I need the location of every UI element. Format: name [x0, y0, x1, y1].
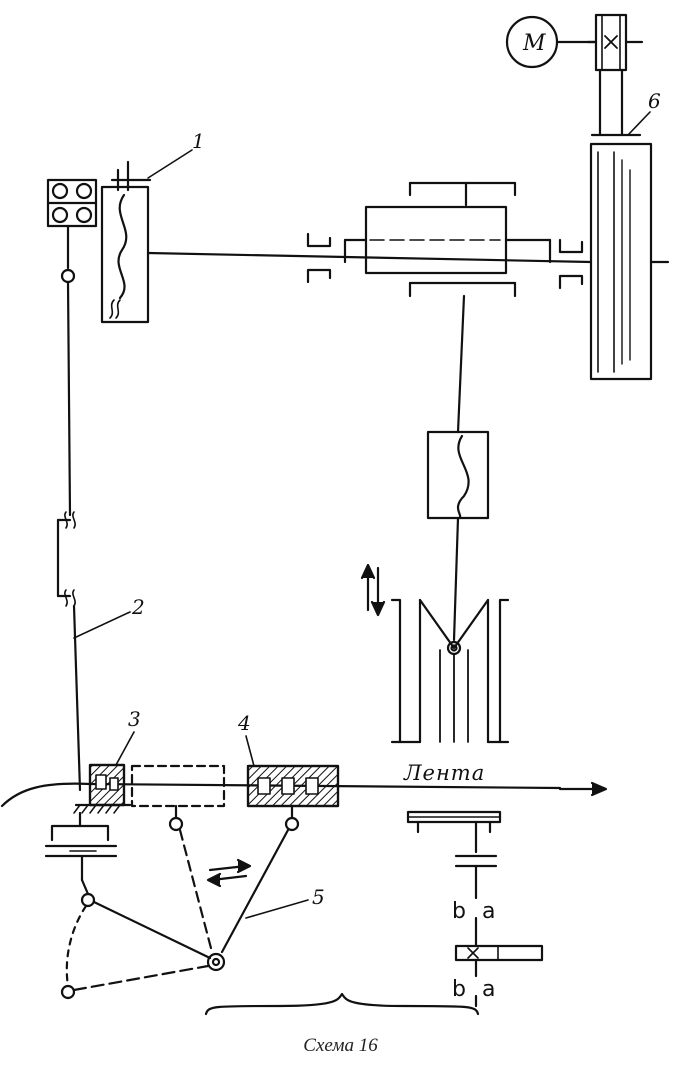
- callout-label-5: 5: [312, 885, 325, 909]
- clamp-3: [73, 763, 132, 814]
- drive-belt: [598, 68, 624, 137]
- slider-fork: [390, 598, 510, 744]
- callout-leader-6: [627, 111, 651, 136]
- gear-label-b-upper: b: [452, 899, 466, 924]
- callout-label-1: 1: [192, 129, 205, 153]
- cam-drum-2: [426, 430, 490, 520]
- vertical-rod-2: [56, 268, 82, 792]
- feed-gear-train: [406, 810, 544, 1008]
- cam-drum-1: [100, 160, 152, 324]
- callout-label-6: 6: [648, 89, 661, 113]
- callout-label-4: 4: [237, 711, 251, 735]
- motor-label: M: [522, 31, 546, 56]
- lower-brace: [204, 992, 480, 1016]
- gear-label-a-lower: a: [482, 977, 495, 1002]
- callout-leader-5: [245, 899, 309, 919]
- cam-shaft: [456, 294, 466, 434]
- tape-direction-arrow: [558, 781, 608, 797]
- crank-drum: [343, 181, 552, 298]
- flywheel-6: [589, 133, 670, 381]
- right-bearing: [558, 238, 584, 290]
- gear-label-b-lower: b: [452, 977, 466, 1002]
- feed-gripper-dashed: [130, 764, 226, 832]
- callout-leader-1: [147, 149, 193, 179]
- lever-linkage-5: [60, 828, 290, 1000]
- callout-leader-3: [115, 731, 135, 766]
- motor-pulley: [586, 13, 644, 72]
- main-shaft: [146, 251, 593, 264]
- callout-label-3: 3: [128, 707, 141, 731]
- reciprocation-arrows: [206, 858, 252, 888]
- tape: [0, 782, 562, 808]
- callout-leader-4: [245, 735, 255, 767]
- callout-label-2: 2: [131, 595, 145, 619]
- gripper-4: [246, 764, 340, 832]
- figure-caption: Схема 16: [303, 1035, 378, 1056]
- gear-label-a-upper: a: [482, 899, 495, 924]
- vertical-motion-arrows: [360, 563, 386, 617]
- callout-leader-2: [73, 611, 131, 639]
- clutch-bottom-left: [44, 811, 118, 882]
- left-bearing: [306, 232, 332, 284]
- roller-block: [46, 178, 98, 270]
- tape-label: Лента: [403, 761, 485, 785]
- connecting-rod: [452, 516, 460, 642]
